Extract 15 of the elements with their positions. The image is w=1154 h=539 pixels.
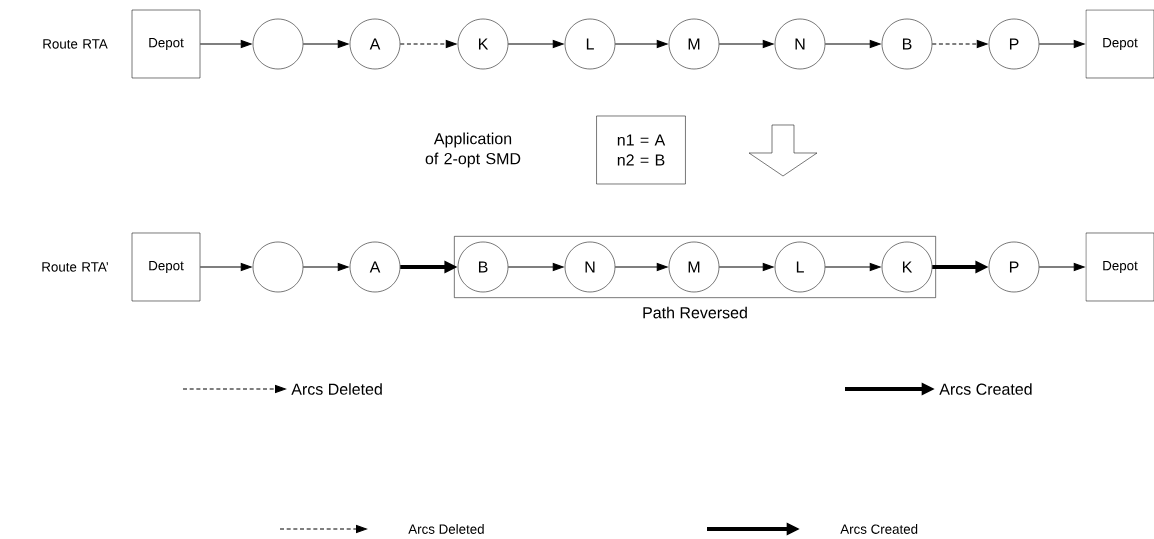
stop-circle [252,18,304,70]
depot-box: Depot [131,232,201,302]
legend-label: Arcs Created [840,524,918,534]
row-label: Route RTA [43,39,108,49]
row-label: Application of 2-opt SMD [425,132,521,168]
stop-circle [252,241,304,293]
depot-box: Depot [1085,9,1154,79]
legend-label: Arcs Created [939,383,1032,395]
row-label: Route RTA’ [42,262,108,272]
parameter-box: n1 = A n2 = B [596,115,686,185]
legend-label: Arcs Deleted [408,524,484,534]
depot-box: Depot [1085,232,1154,302]
depot-box: Depot [131,9,201,79]
node-label: Path Reversed [643,306,747,319]
legend-label: Arcs Deleted [291,383,382,395]
